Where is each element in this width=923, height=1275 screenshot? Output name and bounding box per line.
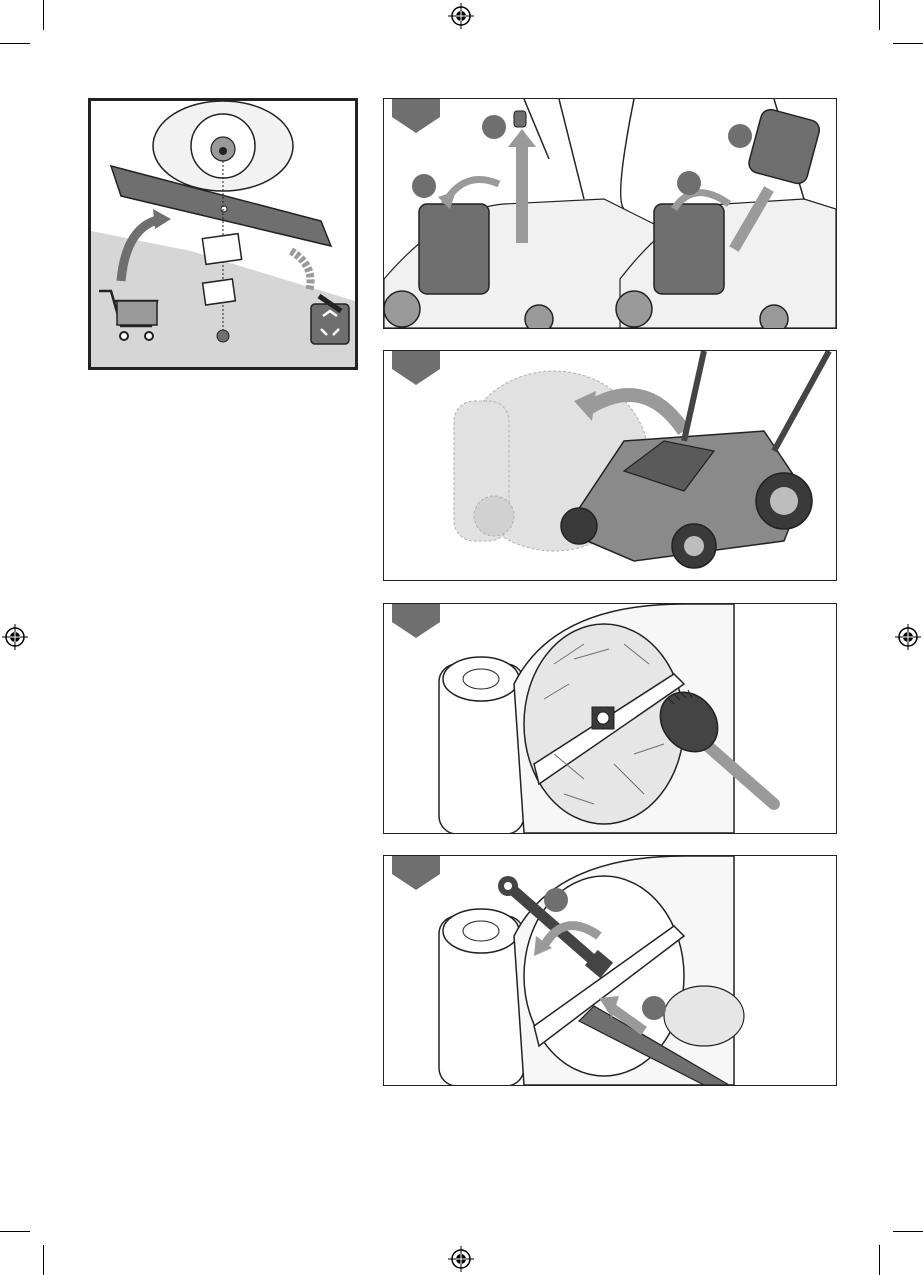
step-tab	[392, 99, 440, 133]
washer-plate	[202, 234, 241, 265]
washer	[203, 279, 236, 305]
crop-mark-top-left-h	[0, 43, 30, 44]
step-tab	[392, 604, 440, 638]
callout-2	[642, 996, 666, 1020]
registration-mark-left	[2, 624, 28, 650]
callout-2	[482, 115, 506, 139]
crop-mark-top-right-h	[893, 43, 923, 44]
handle-left	[524, 99, 584, 199]
registration-mark-top	[448, 3, 474, 29]
callout-4	[728, 124, 752, 148]
step-panel-1	[383, 98, 837, 329]
crop-mark-bottom-right-h	[893, 1231, 923, 1232]
step-panel-2	[383, 350, 837, 581]
step-tab	[392, 351, 440, 385]
crop-mark-bottom-left	[43, 1245, 44, 1275]
crop-mark-bottom-right	[879, 1245, 880, 1275]
crop-mark-top-left	[43, 0, 44, 30]
step-panel-4	[383, 855, 837, 1086]
battery-pack	[747, 107, 822, 185]
grass-box-left	[419, 204, 489, 294]
registration-mark-right	[895, 624, 921, 650]
blade-disposal-detail	[88, 98, 358, 370]
arrow-lift-key	[516, 143, 528, 243]
callout-1	[412, 174, 436, 198]
step-panel-3	[383, 603, 837, 834]
step-tab	[392, 856, 440, 890]
registration-mark-bottom	[448, 1246, 474, 1272]
safety-key-icon	[514, 111, 526, 127]
callout-3	[677, 171, 701, 195]
nut	[217, 330, 229, 342]
callout-1	[544, 888, 568, 912]
crop-mark-bottom-left-h	[0, 1231, 30, 1232]
grass-box-right	[654, 204, 724, 294]
crop-mark-top-right	[879, 0, 880, 30]
